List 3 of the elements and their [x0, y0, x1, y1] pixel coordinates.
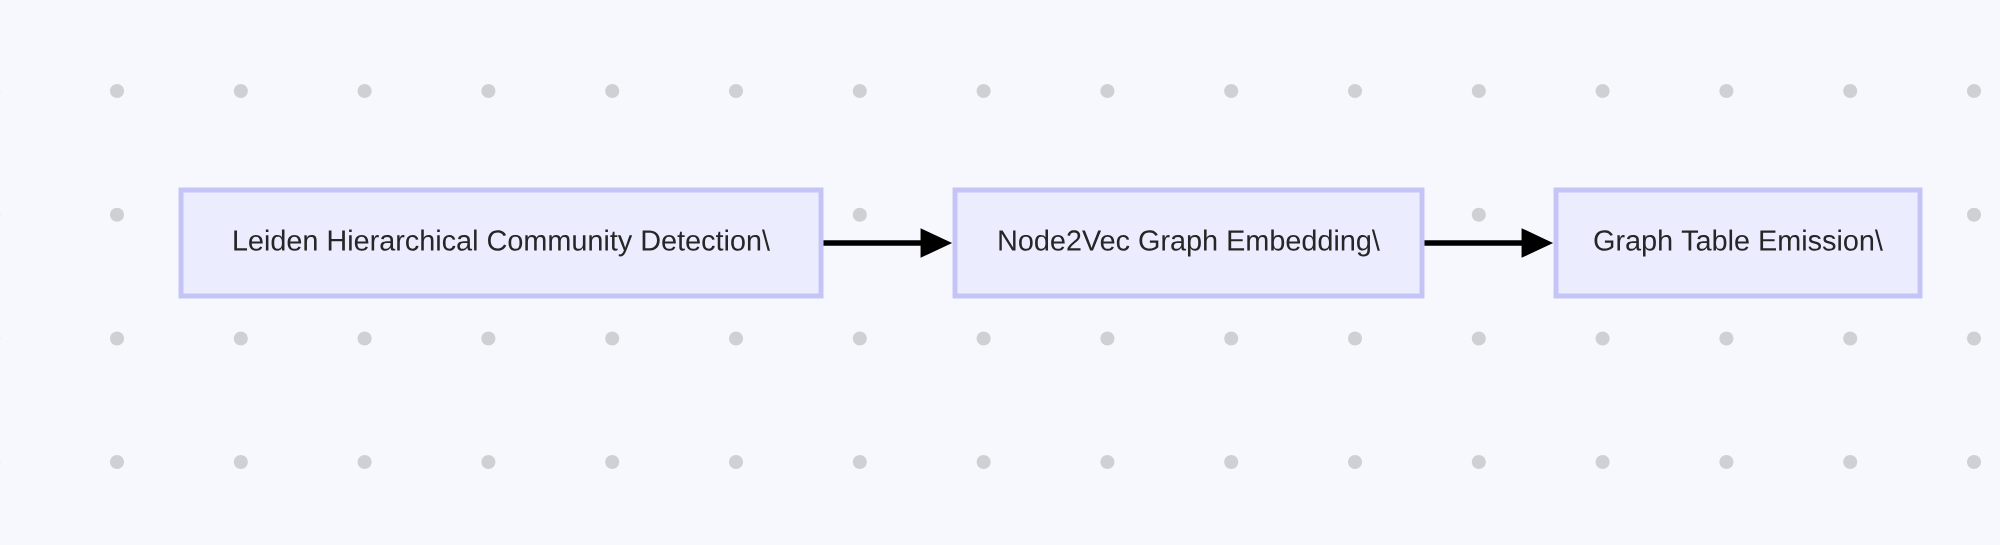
- process-box: Graph Table Emission\: [1553, 187, 1923, 299]
- process-box: Leiden Hierarchical Community Detection\: [178, 187, 824, 299]
- process-box: Node2Vec Graph Embedding\: [952, 187, 1425, 299]
